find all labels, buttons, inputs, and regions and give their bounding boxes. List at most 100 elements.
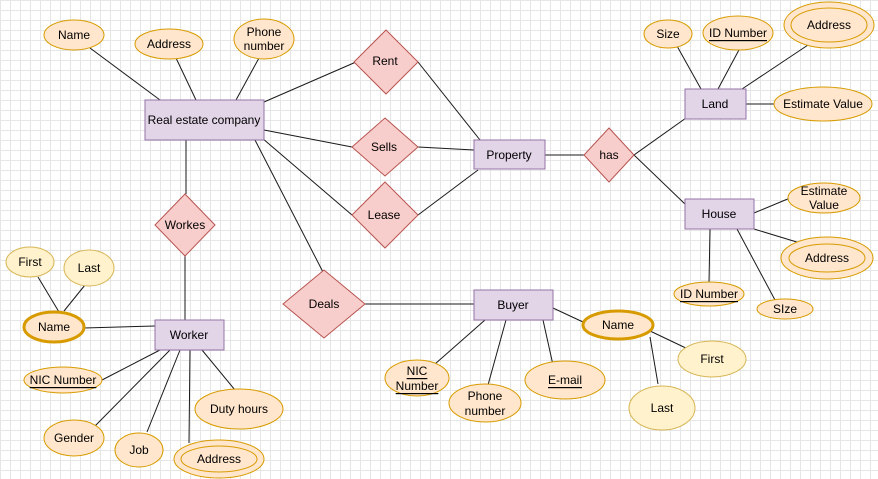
relationship-label: Sells (371, 140, 397, 154)
relationship-workes: Workes (154, 193, 216, 257)
edge-lease-property (417, 169, 479, 216)
edge-name-first-buyer (647, 329, 691, 351)
attribute-company-address: Address (134, 28, 204, 60)
edge-buyer-nic (434, 319, 486, 365)
relationship-label: Deals (309, 297, 340, 311)
edge-sells-property (417, 146, 475, 151)
attribute-buyer-last: Last (628, 385, 696, 431)
attribute-worker-first: First (5, 246, 55, 278)
edge-company-phone (235, 57, 260, 101)
entity-label: House (702, 207, 737, 221)
attribute-label: Phone (247, 25, 282, 39)
attribute-label: Name (58, 28, 90, 42)
edge-company-rent (263, 61, 357, 103)
entity-buyer: Buyer (473, 289, 554, 321)
edge-worker-duty (201, 349, 236, 391)
entity-worker: Worker (154, 319, 225, 351)
attribute-label: Last (651, 401, 674, 415)
attribute-label: Name (38, 320, 70, 334)
edge-house-size (736, 228, 776, 301)
edge-worker-gender (94, 349, 171, 427)
attribute-land-id: ID Number (702, 15, 774, 51)
attribute-label: Estimate Value (783, 97, 863, 111)
edge-land-size (676, 45, 702, 90)
attribute-buyer-phone: Phone number (448, 383, 522, 423)
attribute-label: Estimate (801, 184, 848, 198)
entity-label: Real estate company (148, 113, 261, 127)
attribute-label: Gender (54, 431, 94, 445)
attribute-label: Address (147, 37, 191, 51)
edge-company-lease (261, 137, 353, 216)
attribute-land-address: Address (783, 1, 875, 49)
attribute-label: Job (129, 443, 149, 457)
attribute-buyer-first: First (677, 340, 747, 378)
edge-buyer-phone (487, 319, 507, 386)
attribute-label: Value (809, 198, 839, 212)
relationship-sells: Sells (351, 117, 419, 177)
edge-company-address (175, 57, 197, 101)
attribute-label: First (700, 352, 724, 366)
attribute-label: Phone (468, 389, 503, 403)
attribute-label: Size (656, 27, 680, 41)
attribute-label: First (18, 255, 42, 269)
edge-has-house (633, 154, 687, 206)
attribute-company-name: Name (43, 19, 105, 51)
attribute-house-size: SIze (756, 298, 814, 320)
relationship-lease: Lease (351, 181, 419, 249)
relationship-deals: Deals (282, 269, 366, 339)
attribute-label: Last (78, 261, 101, 275)
attribute-label: Duty hours (210, 402, 268, 416)
attribute-house-estimate: Estimate Value (787, 182, 861, 214)
attribute-label: Number (396, 379, 439, 393)
entity-label: Buyer (497, 298, 528, 312)
attribute-land-estimate: Estimate Value (773, 86, 873, 122)
relationship-label: Lease (368, 208, 401, 222)
attribute-worker-address: Address (173, 439, 265, 479)
attribute-label: Address (805, 251, 849, 265)
attribute-buyer-name: Name (581, 309, 655, 341)
attribute-worker-name: Name (22, 310, 86, 344)
attribute-label: Name (602, 318, 634, 332)
attribute-label: ID Number (680, 287, 738, 301)
edge-worker-nic (101, 349, 161, 381)
attribute-land-size: Size (643, 19, 693, 49)
edge-land-address (741, 44, 809, 90)
relationship-label: has (599, 148, 618, 162)
edge-company-sells (263, 129, 353, 148)
attribute-worker-nic: NIC Number (23, 366, 103, 394)
attribute-worker-last: Last (63, 249, 115, 287)
attribute-buyer-nic: NIC Number (384, 359, 450, 397)
attribute-label: Address (807, 18, 851, 32)
relationship-has: has (583, 127, 635, 183)
edge-name-first (37, 276, 60, 313)
edge-company-name (89, 47, 161, 101)
attribute-label: NIC (407, 364, 428, 378)
edge-land-id (717, 47, 741, 90)
attribute-worker-gender: Gender (43, 419, 105, 457)
entity-label: Property (486, 148, 531, 162)
entity-land: Land (684, 88, 747, 120)
attribute-house-id: ID Number (673, 281, 745, 307)
attribute-company-phone: Phone number (233, 18, 295, 60)
attribute-label: number (244, 39, 285, 53)
attribute-buyer-email: E-mail (524, 360, 606, 400)
attribute-label: SIze (773, 302, 797, 316)
entity-label: Land (702, 97, 729, 111)
entity-real-estate-company: Real estate company (144, 99, 265, 141)
edges (37, 44, 809, 444)
edge-has-land (633, 117, 687, 156)
entity-house: House (684, 198, 755, 230)
entity-property: Property (473, 139, 546, 170)
attribute-worker-duty: Duty hours (194, 388, 284, 430)
edge-name-last (63, 284, 86, 312)
edge-worker-job (146, 349, 181, 433)
edge-house-address (753, 228, 801, 244)
relationship-label: Workes (165, 218, 205, 232)
edge-house-estimate (753, 197, 791, 214)
attribute-worker-job: Job (114, 432, 164, 468)
edge-rent-property (417, 61, 481, 141)
attribute-label: number (465, 404, 506, 418)
edge-company-deals (254, 139, 325, 275)
edge-house-id (708, 228, 711, 284)
